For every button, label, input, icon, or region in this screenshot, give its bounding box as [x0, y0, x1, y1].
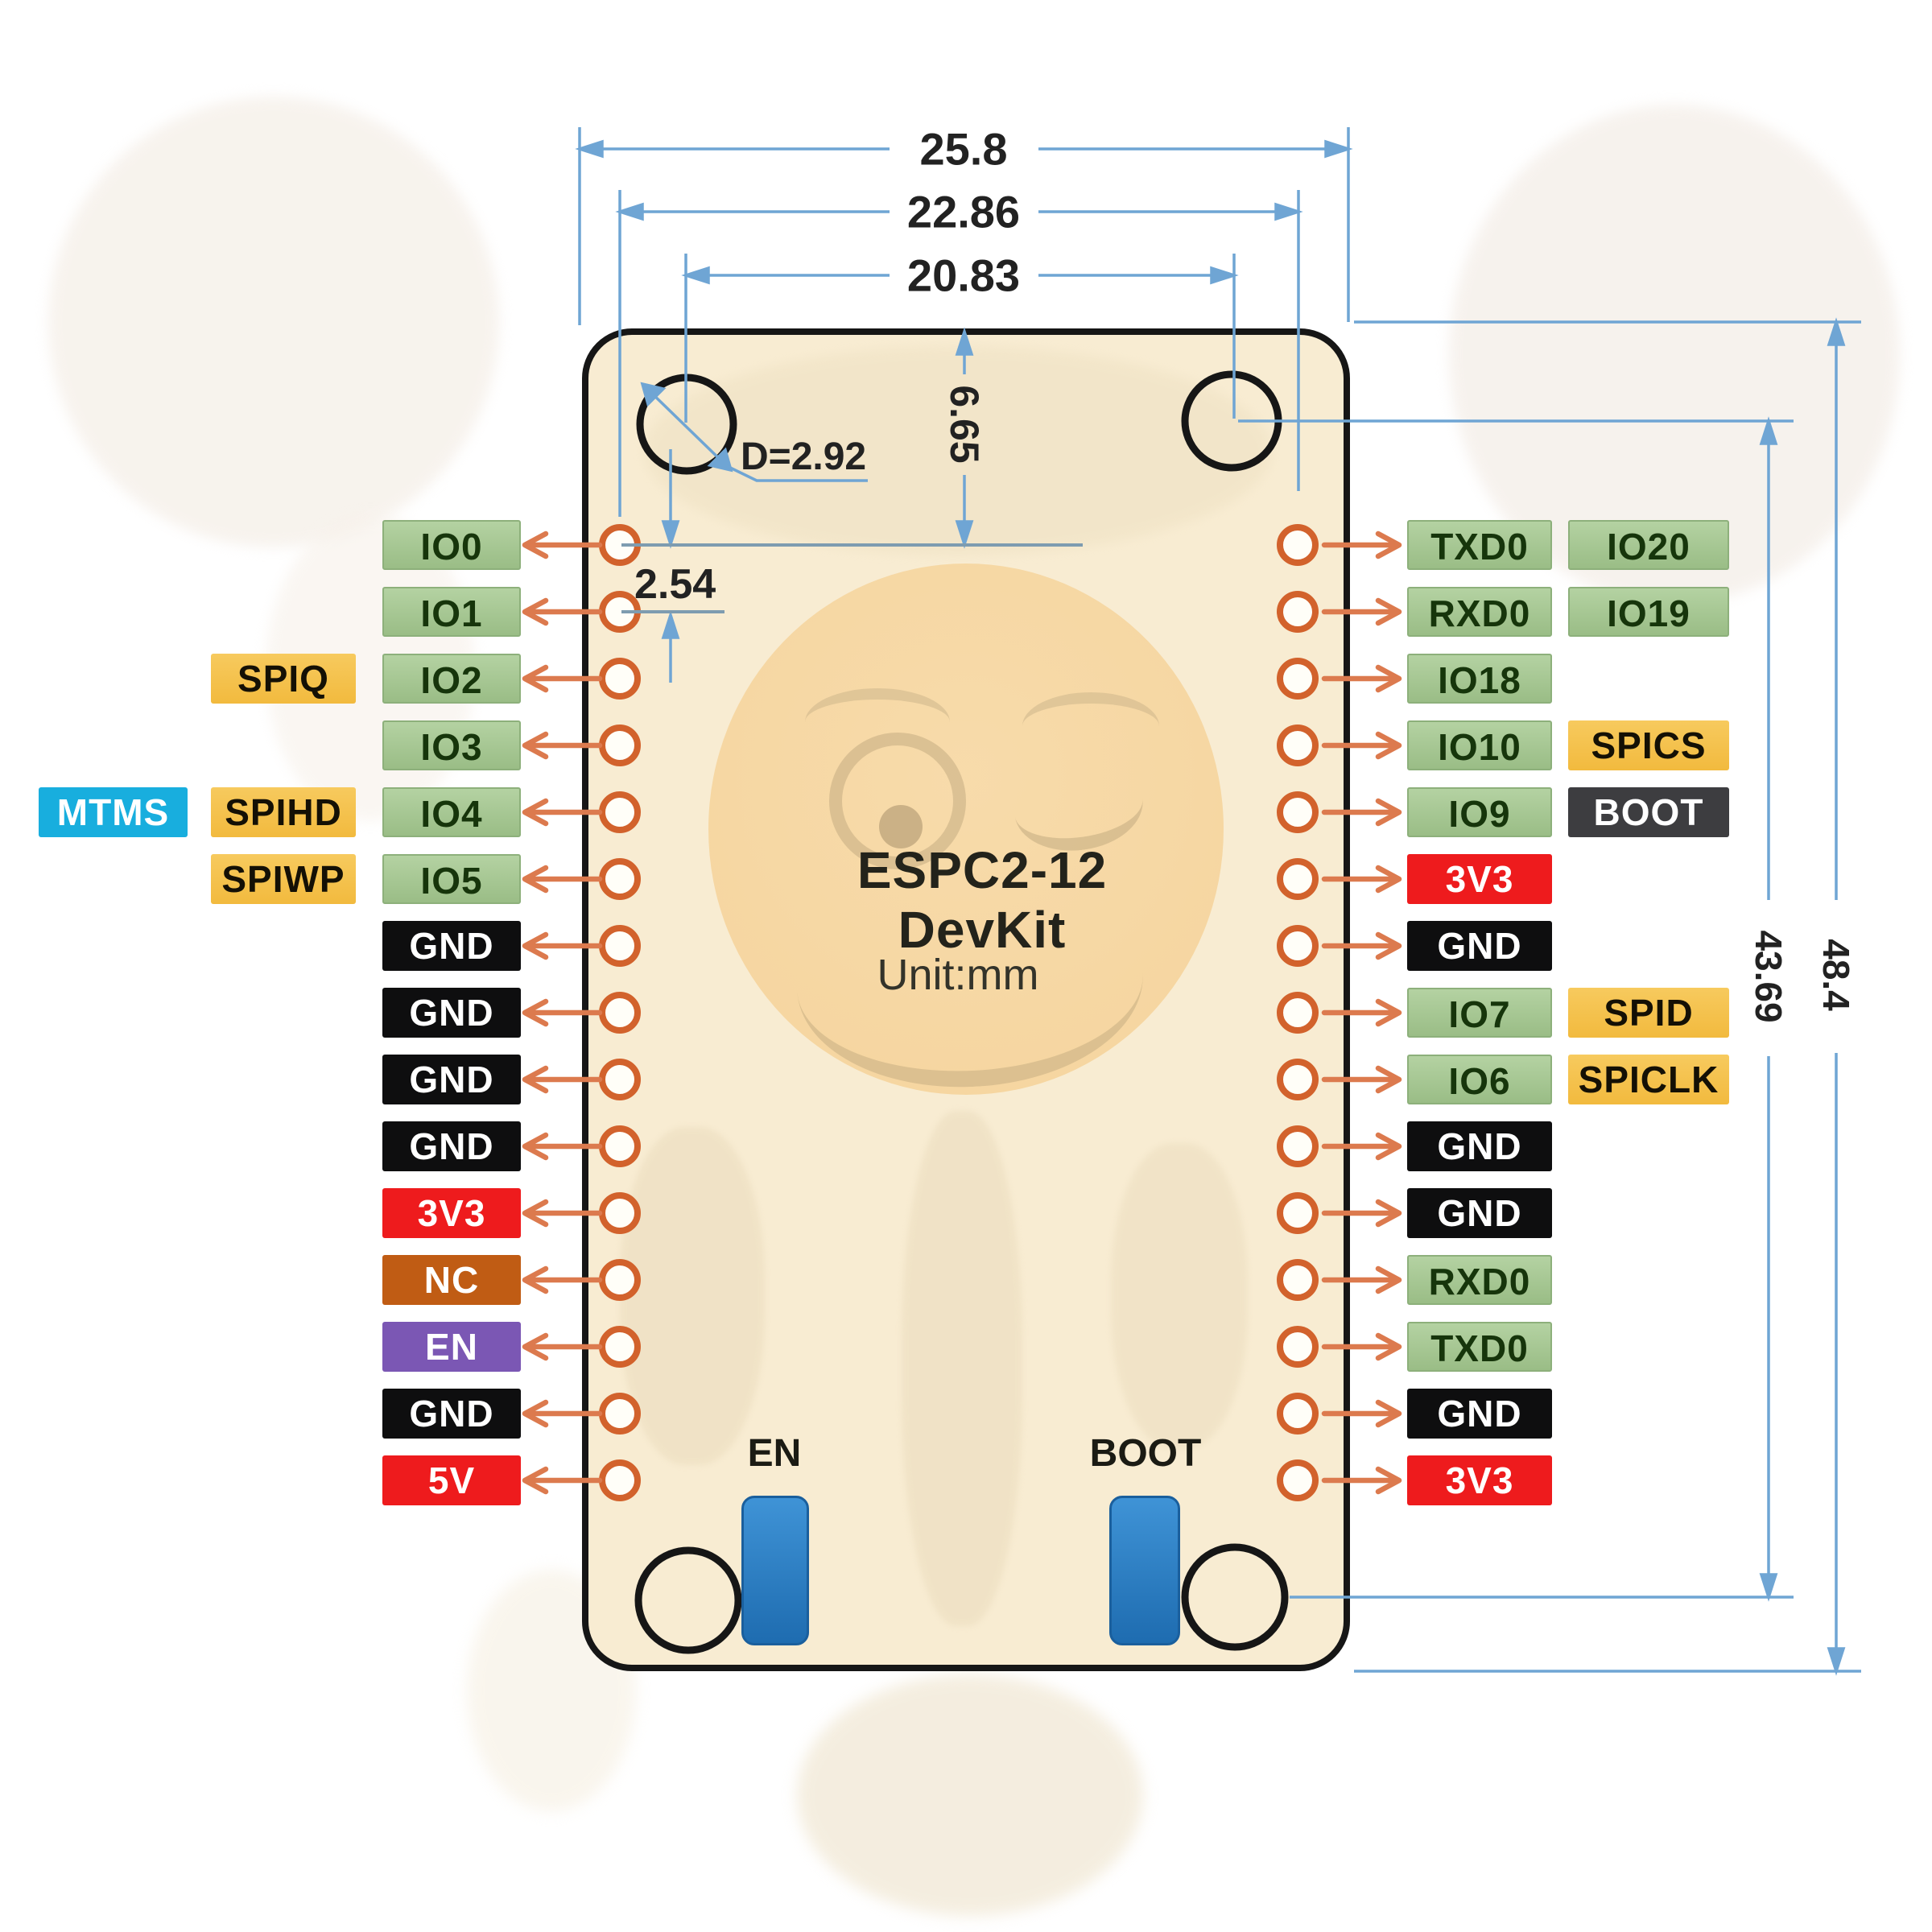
- pin-right-alt-spiclk: SPICLK: [1568, 1055, 1729, 1104]
- dim-board-width: 25.8: [919, 123, 1008, 175]
- pin-left-5v-14: 5V: [382, 1455, 521, 1505]
- en-button: [741, 1496, 809, 1645]
- pin-left-io2-2: IO2: [382, 654, 521, 704]
- pin-left-gnd-13: GND: [382, 1389, 521, 1439]
- board-title: ESPC2-12 DevKit: [857, 841, 1108, 959]
- dim-board-height: 48.4: [1815, 939, 1857, 1011]
- pin-right-3v3-14: 3V3: [1407, 1455, 1552, 1505]
- pin-right-io10-3: IO10: [1407, 720, 1552, 770]
- pin-right-alt-io19: IO19: [1568, 587, 1729, 637]
- pin-right-gnd-10: GND: [1407, 1188, 1552, 1238]
- pin-right-alt-boot: BOOT: [1568, 787, 1729, 837]
- pcb-board: [582, 328, 1350, 1671]
- boot-button-label: BOOT: [1089, 1432, 1202, 1475]
- pin-left-3v3-10: 3V3: [382, 1188, 521, 1238]
- pin-right-io6-8: IO6: [1407, 1055, 1552, 1104]
- pin-right-gnd-13: GND: [1407, 1389, 1552, 1439]
- watermark-blob: [48, 97, 499, 547]
- pin-left-io3-3: IO3: [382, 720, 521, 770]
- pin-right-rxd0-1: RXD0: [1407, 587, 1552, 637]
- pin-left-io0-0: IO0: [382, 520, 521, 570]
- dim-mount-hole-spacing-y: 43.69: [1748, 930, 1790, 1023]
- pin-right-io18-2: IO18: [1407, 654, 1552, 704]
- pin-right-txd0-0: TXD0: [1407, 520, 1552, 570]
- dim-hole-diameter: D=2.92: [741, 436, 867, 478]
- dim-mount-hole-spacing-x: 20.83: [906, 250, 1021, 301]
- pin-left-en-12: EN: [382, 1322, 521, 1372]
- pin-left-gnd-6: GND: [382, 921, 521, 971]
- unit-label: Unit:mm: [877, 951, 1039, 999]
- pin-left-alt-mtms: MTMS: [39, 787, 188, 837]
- pin-right-io7-7: IO7: [1407, 988, 1552, 1038]
- pin-right-gnd-9: GND: [1407, 1121, 1552, 1171]
- pin-right-io9-4: IO9: [1407, 787, 1552, 837]
- pin-right-alt-io20: IO20: [1568, 520, 1729, 570]
- pin-right-alt-spics: SPICS: [1568, 720, 1729, 770]
- boot-button: [1109, 1496, 1180, 1645]
- pin-left-nc-11: NC: [382, 1255, 521, 1305]
- pin-right-txd0-12: TXD0: [1407, 1322, 1552, 1372]
- dim-pin-row-width: 22.86: [906, 186, 1021, 237]
- pin-left-gnd-7: GND: [382, 988, 521, 1038]
- pin-left-alt-spiq: SPIQ: [211, 654, 356, 704]
- dim-top-edge-to-first-pin: 6.65: [942, 385, 987, 464]
- pin-left-alt-spihd: SPIHD: [211, 787, 356, 837]
- pin-left-gnd-9: GND: [382, 1121, 521, 1171]
- pin-left-gnd-8: GND: [382, 1055, 521, 1104]
- pin-left-io1-1: IO1: [382, 587, 521, 637]
- en-button-label: EN: [747, 1432, 802, 1475]
- pin-right-3v3-5: 3V3: [1407, 854, 1552, 904]
- pin-right-alt-spid: SPID: [1568, 988, 1729, 1038]
- dim-pin-pitch: 2.54: [634, 561, 716, 608]
- pin-left-alt-spiwp: SPIWP: [211, 854, 356, 904]
- pin-right-gnd-6: GND: [1407, 921, 1552, 971]
- pin-left-io4-4: IO4: [382, 787, 521, 837]
- pin-right-rxd0-11: RXD0: [1407, 1255, 1552, 1305]
- watermark-blob: [797, 1674, 1143, 1916]
- pin-left-io5-5: IO5: [382, 854, 521, 904]
